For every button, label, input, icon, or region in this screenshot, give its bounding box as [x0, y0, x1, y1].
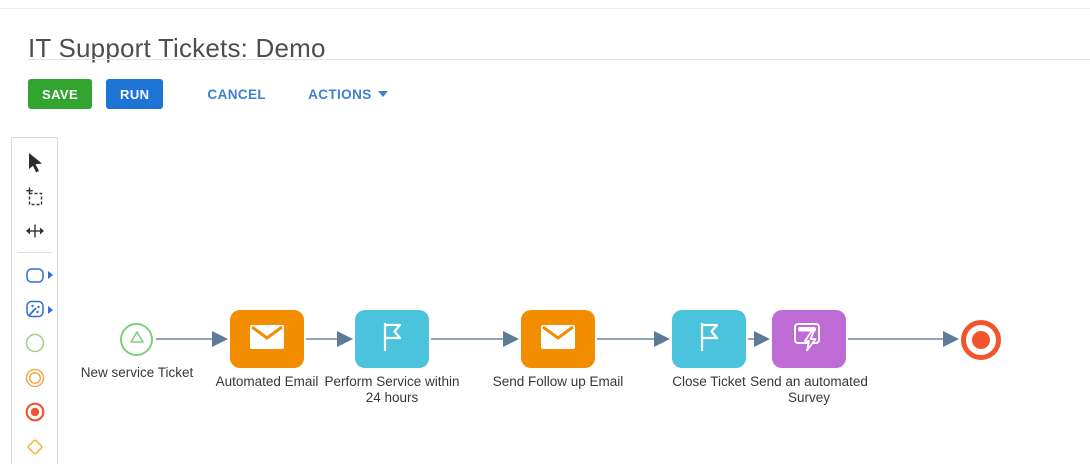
- space-tool-icon: [25, 224, 44, 238]
- smart-task-shape-tool[interactable]: [16, 292, 54, 326]
- node-label: Automated Email: [215, 374, 319, 389]
- run-button[interactable]: RUN: [106, 79, 164, 109]
- task-node-perform-service[interactable]: [355, 310, 429, 368]
- intermediate-event-icon: [25, 368, 44, 388]
- palette-divider: [17, 252, 52, 254]
- chevron-down-icon: [377, 91, 388, 97]
- cancel-button[interactable]: CANCEL: [207, 86, 267, 102]
- flag-icon: [697, 321, 721, 358]
- node-label: New service Ticket: [80, 365, 194, 380]
- node-label: Close Ticket: [672, 374, 746, 389]
- flyout-arrow-icon: [47, 271, 53, 280]
- shape-palette: [11, 137, 58, 464]
- page-title: IT Support Tickets: Demo: [28, 33, 326, 64]
- pointer-icon: [28, 153, 42, 173]
- window-bolt-icon: [793, 322, 825, 357]
- task-node-automated-survey[interactable]: [772, 310, 846, 368]
- gateway-tool[interactable]: [16, 430, 54, 464]
- envelope-icon: [250, 324, 284, 354]
- envelope-icon: [541, 324, 575, 354]
- start-event-tool[interactable]: [16, 326, 54, 360]
- space-tool[interactable]: [16, 214, 54, 248]
- node-label: Perform Service within 24 hours: [324, 374, 460, 405]
- task-node-close-ticket[interactable]: [672, 310, 746, 368]
- intermediate-event-tool[interactable]: [16, 361, 54, 395]
- lasso-icon: [25, 187, 42, 205]
- node-label: Send an automated Survey: [750, 374, 868, 405]
- start-event-node[interactable]: [120, 323, 153, 356]
- gateway-diamond-icon: [27, 439, 42, 455]
- start-triangle-icon: [129, 330, 145, 349]
- end-event-node[interactable]: [961, 320, 1001, 360]
- end-event-tool[interactable]: [16, 395, 54, 429]
- end-event-icon: [25, 402, 44, 422]
- toolbar: SAVE RUN CANCEL ACTIONS: [28, 79, 388, 109]
- actions-dropdown-button[interactable]: ACTIONS: [308, 87, 388, 102]
- task-shape-tool[interactable]: [16, 257, 54, 291]
- task-node-automated-email[interactable]: [230, 310, 304, 368]
- actions-label: ACTIONS: [308, 86, 372, 102]
- flag-icon: [380, 321, 404, 358]
- smart-task-icon: [25, 300, 44, 318]
- task-shape-icon: [25, 267, 44, 283]
- flyout-arrow-icon: [47, 305, 53, 314]
- end-event-dot: [972, 331, 990, 349]
- top-hairline: [0, 8, 1090, 9]
- title-divider: [28, 59, 1090, 60]
- task-node-follow-up-email[interactable]: [521, 310, 595, 368]
- lasso-tool[interactable]: [16, 179, 54, 213]
- start-event-icon: [25, 334, 44, 353]
- save-button[interactable]: SAVE: [28, 79, 93, 109]
- pointer-tool[interactable]: [16, 145, 54, 179]
- node-label: Send Follow up Email: [492, 374, 624, 389]
